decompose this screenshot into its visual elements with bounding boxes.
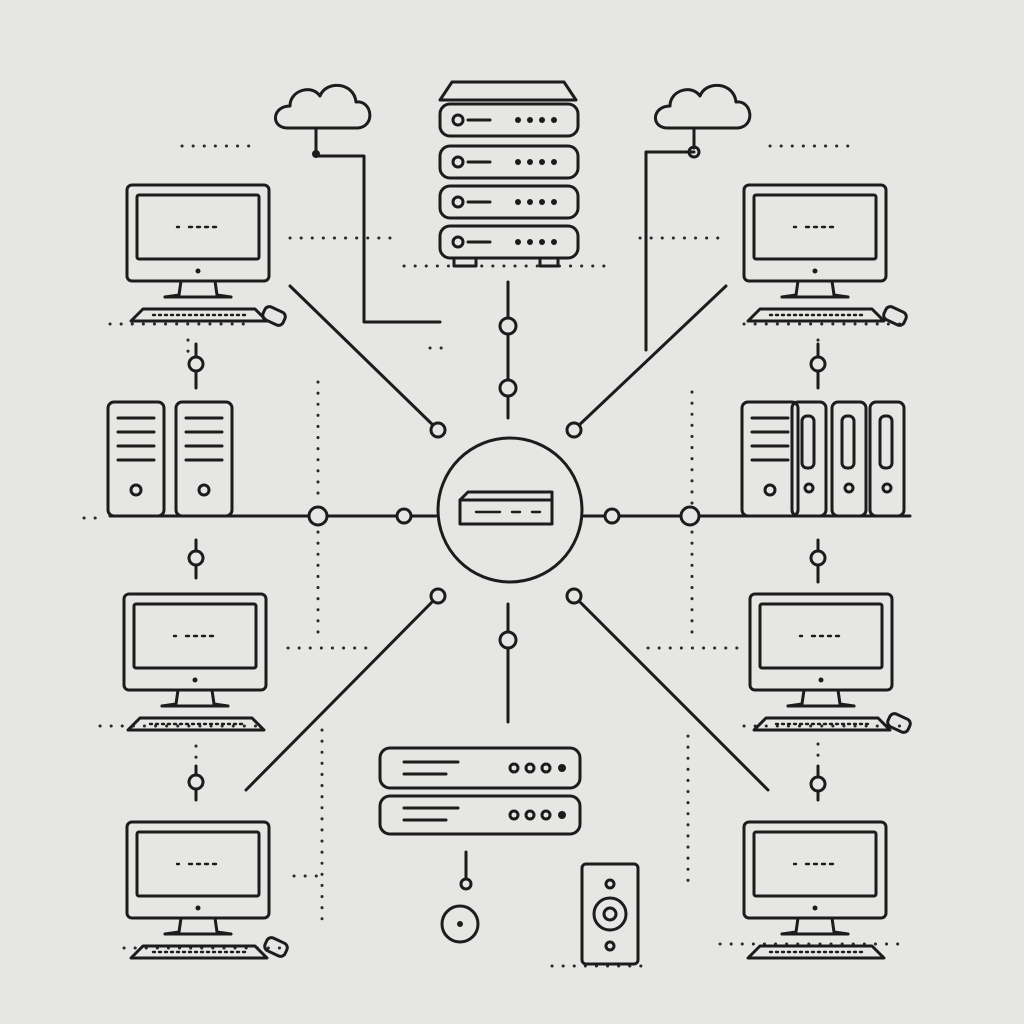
desktop-computer-icon [122,592,268,732]
tower-server-icon [106,400,234,518]
desktop-computer-icon [125,820,291,960]
server-rack-icon [378,746,582,836]
junction-nodes [187,145,827,891]
desktop-computer-icon [748,592,914,736]
desktop-computer-icon [742,820,888,960]
cloud-icon [653,83,752,130]
desktop-computer-icon [125,183,289,329]
disc-icon [440,904,480,944]
cloud-icon [273,83,372,130]
desktop-computer-icon [742,183,910,329]
speaker-icon [580,862,640,966]
router-icon [436,436,584,584]
tower-server-icon [740,400,906,518]
server-rack-icon [438,80,580,268]
dotted-guides [82,144,912,968]
